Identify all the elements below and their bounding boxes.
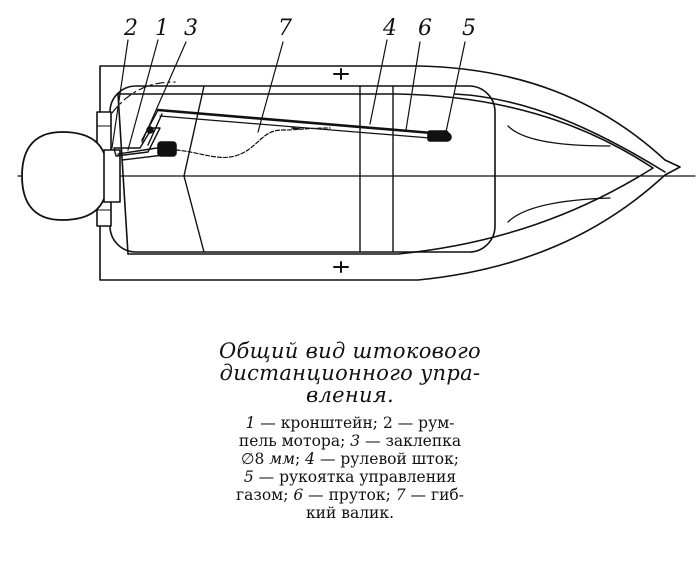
legend-line-6: кий валик.: [150, 504, 550, 522]
bow-inner-stroke: [454, 93, 666, 173]
legend-text-3a: ∅8: [241, 450, 270, 468]
caption-title-line-2: дистанционного упра-: [219, 361, 481, 385]
legend-line-2: пель мотора; 3 — заклепка: [150, 432, 550, 450]
legend-text-2a: пель мотора;: [238, 432, 351, 450]
caption-title: Общий вид штокового дистанционного упра-…: [150, 340, 550, 406]
figure-caption: Общий вид штокового дистанционного упра-…: [150, 340, 550, 522]
inner-hull: [117, 93, 654, 255]
callout-1: 1: [155, 16, 169, 41]
tiller-coupling: [157, 141, 177, 157]
legend-text-5c: — пруток;: [303, 486, 396, 504]
steering-rod-inner: [159, 115, 431, 139]
leader-1: [127, 39, 159, 151]
leader-4: [369, 39, 388, 125]
callout-4: 4: [383, 16, 397, 41]
legend-unit-mm: мм: [269, 450, 295, 468]
callout-6: 6: [418, 16, 432, 41]
top-cross-marker: [333, 68, 349, 80]
outboard-motor-cowling: [21, 131, 109, 221]
rear-thwart-line-lower: [183, 175, 205, 253]
legend-num-7: 7: [395, 486, 406, 504]
leader-6: [405, 41, 421, 131]
caption-title-line-3: вления.: [305, 383, 395, 407]
legend-text-5e: — гиб-: [405, 486, 464, 504]
legend-line-5: газом; 6 — пруток; 7 — гиб-: [150, 486, 550, 504]
steering-rod: [156, 108, 434, 135]
leader-7: [257, 41, 284, 133]
legend-num-6: 6: [293, 486, 304, 504]
legend-line-3: ∅8 мм; 4 — рулевой шток;: [150, 450, 550, 468]
transom-hatch: [96, 125, 112, 211]
caption-legend: 1 — кронштейн; 2 — рум- пель мотора; 3 —…: [150, 414, 550, 522]
legend-text-1: — кронштейн; 2 — рум-: [255, 414, 455, 432]
bottom-cross-marker: [333, 261, 349, 273]
outer-hull: [99, 65, 681, 281]
legend-line-4: 5 — рукоятка управления: [150, 468, 550, 486]
callout-5: 5: [462, 16, 476, 41]
callout-7: 7: [278, 16, 292, 41]
legend-text-3e: — рулевой шток;: [315, 450, 459, 468]
legend-num-5: 5: [243, 468, 254, 486]
legend-num-3: 3: [350, 432, 361, 450]
rod-tick: [291, 127, 301, 130]
bow-deck-arc-top: [507, 125, 611, 147]
callout-3: 3: [184, 16, 198, 41]
legend-text-2c: — заклепка: [360, 432, 462, 450]
leader-3: [141, 41, 187, 143]
legend-text-6a: кий валик.: [305, 504, 395, 522]
callout-2: 2: [124, 16, 138, 41]
leader-2: [111, 39, 129, 149]
legend-num-4: 4: [305, 450, 316, 468]
legend-text-4b: — рукоятка управления: [253, 468, 457, 486]
bow-deck-arc-bottom: [507, 197, 611, 223]
legend-text-5a: газом;: [236, 486, 294, 504]
legend-text-3c: ;: [295, 450, 306, 468]
flexible-shaft: [175, 127, 331, 159]
legend-num-1: 1: [245, 414, 256, 432]
boat-control-diagram: [17, 39, 696, 281]
bracket: [113, 127, 161, 157]
caption-title-line-1: Общий вид штокового: [219, 339, 481, 363]
motor-mount: [103, 149, 121, 203]
rear-thwart-line: [183, 85, 205, 177]
legend-line-1: 1 — кронштейн; 2 — рум-: [150, 414, 550, 432]
leader-5: [445, 41, 466, 133]
throttle-handle: [442, 132, 452, 142]
